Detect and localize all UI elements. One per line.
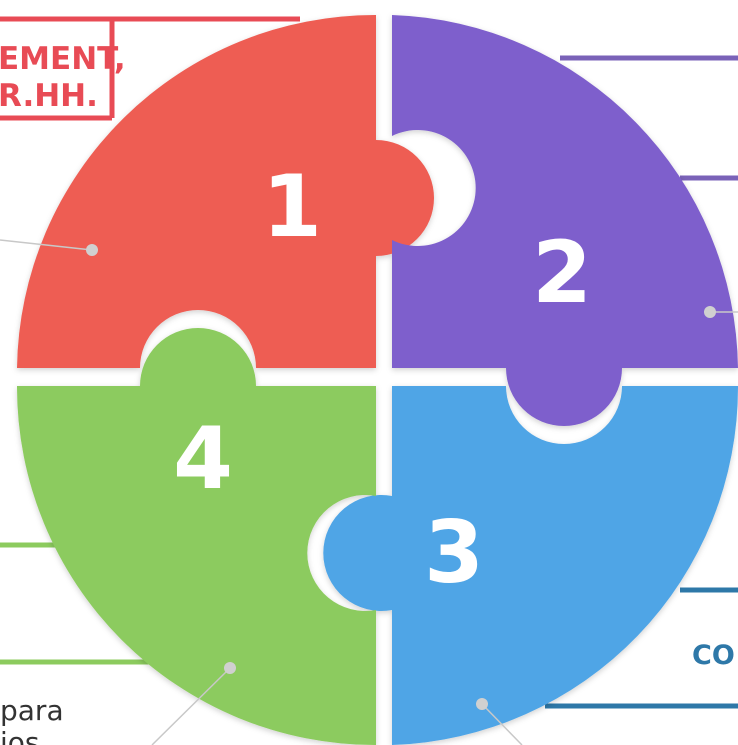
piece1-title-line1: EMENT, xyxy=(0,41,126,77)
piece4-text-line1: para xyxy=(0,694,64,727)
piece4-leader xyxy=(151,667,231,745)
puzzle-piece-1 xyxy=(17,14,434,369)
piece1-leader xyxy=(0,239,93,251)
piece-2-number: 2 xyxy=(532,223,592,323)
piece3-title: CO xyxy=(692,640,735,671)
piece-3-number: 3 xyxy=(424,503,484,603)
piece4-text-line2: ios xyxy=(0,726,40,745)
piece-4-number: 4 xyxy=(173,409,233,509)
piece3-label-frame xyxy=(545,587,738,709)
puzzle-piece-3 xyxy=(323,386,738,745)
piece2-dot xyxy=(704,306,716,318)
piece1-dot xyxy=(86,244,98,256)
piece1-title-line2: R.HH. xyxy=(0,78,98,114)
piece3-leader xyxy=(481,703,523,745)
piece3-dot xyxy=(476,698,488,710)
piece1-label-frame xyxy=(0,16,300,121)
puzzle-piece-4 xyxy=(16,328,376,745)
piece-1-number: 1 xyxy=(262,157,322,257)
puzzle-piece-2 xyxy=(392,15,738,426)
piece4-dot xyxy=(224,662,236,674)
